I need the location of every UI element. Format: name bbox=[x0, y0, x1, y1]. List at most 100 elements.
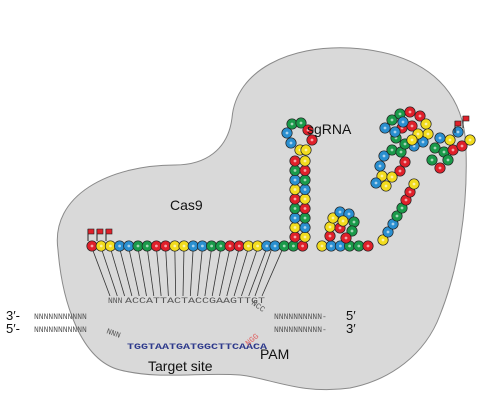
nucleotide-highlight bbox=[344, 236, 348, 240]
nucleotide-highlight bbox=[256, 244, 259, 248]
nucleotide-highlight bbox=[400, 206, 404, 210]
rna-end-flags bbox=[87, 115, 470, 241]
nucleotide-highlight bbox=[438, 136, 442, 140]
base-pair-rung bbox=[100, 247, 118, 297]
nucleotide-highlight bbox=[347, 212, 351, 216]
flag-marker bbox=[462, 115, 470, 122]
base-pair-rung bbox=[137, 247, 147, 297]
nucleotide-highlight bbox=[404, 198, 408, 202]
cas9-label: Cas9 bbox=[170, 197, 203, 213]
base-pair-rung bbox=[261, 247, 284, 297]
pam-label: PAM bbox=[260, 346, 289, 362]
nucleotide-highlight bbox=[265, 244, 269, 248]
nucleotide-highlight bbox=[421, 140, 425, 144]
nucleotide-highlight bbox=[380, 174, 384, 178]
sgrna-nucleotides bbox=[86, 106, 476, 252]
dna-bottom-left-seq: NNNNNNNNNNN bbox=[34, 326, 87, 335]
base-pair-rung bbox=[128, 247, 140, 297]
dna-bottom-right-end: 3′ bbox=[346, 321, 356, 336]
nucleotide-highlight bbox=[348, 244, 351, 248]
nucleotide-highlight bbox=[398, 112, 402, 116]
nucleotide-highlight bbox=[237, 244, 241, 248]
base-pair-rung bbox=[241, 247, 258, 297]
nucleotide-highlight bbox=[382, 154, 386, 158]
nucleotide-highlight bbox=[410, 138, 414, 142]
nucleotide-highlight bbox=[145, 244, 149, 248]
nucleotide-highlight bbox=[341, 219, 345, 223]
nucleotide-highlight bbox=[219, 244, 223, 248]
nucleotide-highlight bbox=[448, 138, 452, 142]
nucleotide-highlight bbox=[303, 235, 307, 239]
nucleotide-highlight bbox=[381, 238, 385, 242]
base-pair-rung bbox=[197, 247, 203, 297]
nucleotide-highlight bbox=[357, 244, 361, 248]
nucleotide-highlight bbox=[390, 148, 394, 152]
base-pair-rung bbox=[204, 247, 212, 297]
nucleotide-highlight bbox=[303, 169, 307, 172]
nucleotide-highlight bbox=[393, 130, 397, 134]
flag-marker bbox=[96, 228, 104, 235]
nucleotide-highlight bbox=[304, 148, 308, 152]
nucleotide-highlight bbox=[273, 244, 277, 248]
dna-top-right-end: 5′ bbox=[346, 308, 356, 323]
nucleotide-highlight bbox=[109, 244, 112, 248]
nucleotide-highlight bbox=[426, 132, 430, 136]
nucleotide-highlight bbox=[328, 225, 332, 229]
base-pair-rung bbox=[119, 247, 133, 297]
nucleotide-highlight bbox=[127, 244, 131, 248]
nucleotide-highlight bbox=[293, 207, 297, 210]
base-pair-rung bbox=[146, 247, 155, 297]
base-pair-rung bbox=[211, 247, 222, 297]
nucleotide-highlight bbox=[456, 130, 460, 134]
dna-top-right-seq: NNNNNNNNNN- bbox=[274, 313, 327, 322]
base-pair-rung bbox=[174, 247, 177, 297]
nucleotide-highlight bbox=[303, 226, 307, 229]
nucleotide-highlight bbox=[468, 138, 472, 142]
nucleotide-highlight bbox=[424, 122, 428, 126]
nucleotide-highlight bbox=[293, 169, 297, 172]
base-pair-rung bbox=[182, 247, 185, 297]
nucleotide-highlight bbox=[403, 160, 407, 164]
nucleotide-highlight bbox=[164, 244, 168, 248]
nucleotide-highlight bbox=[293, 235, 297, 239]
nucleotide-highlight bbox=[293, 216, 297, 220]
nucleotide-highlight bbox=[201, 244, 204, 248]
flag-marker bbox=[105, 228, 113, 235]
nucleotide-highlight bbox=[386, 230, 390, 234]
nucleotide-highlight bbox=[303, 178, 307, 182]
nucleotide-highlight bbox=[90, 244, 94, 248]
target-sequence: TGGTAATGATGGCTTCAACA bbox=[127, 343, 267, 352]
nucleotide-highlight bbox=[451, 148, 455, 152]
nucleotide-highlight bbox=[303, 197, 307, 201]
base-pair-rung bbox=[156, 247, 162, 297]
nucleotide-highlight bbox=[383, 126, 387, 130]
sgrna-label: sgRNA bbox=[307, 121, 352, 137]
dna-top-nnn: NNN bbox=[108, 297, 123, 306]
nucleotide-highlight bbox=[352, 220, 356, 224]
nucleotide-highlight bbox=[430, 158, 434, 162]
nucleotide-highlight bbox=[173, 244, 177, 248]
target-site-label: Target site bbox=[148, 358, 213, 374]
nucleotide-highlight bbox=[306, 128, 310, 132]
base-pair-rung bbox=[110, 247, 125, 297]
nucleotide-highlight bbox=[293, 226, 297, 229]
base-pair-rung bbox=[233, 247, 249, 297]
nucleotide-highlight bbox=[329, 244, 333, 248]
nucleotide-highlight bbox=[118, 244, 121, 248]
base-pair-rungs bbox=[91, 247, 284, 297]
nucleotide-highlight bbox=[155, 244, 158, 248]
nucleotide-highlight bbox=[303, 188, 307, 191]
nucleotide-highlight bbox=[303, 216, 307, 220]
nucleotide-highlight bbox=[320, 244, 324, 248]
nucleotide-highlight bbox=[99, 244, 103, 248]
nucleotide-highlight bbox=[182, 244, 186, 248]
base-pair-rung bbox=[91, 247, 111, 297]
flag-marker bbox=[454, 120, 462, 127]
cas9-protein-body bbox=[56, 47, 467, 391]
nucleotide-highlight bbox=[289, 141, 293, 145]
nucleotide-highlight bbox=[210, 244, 214, 248]
nucleotide-highlight bbox=[460, 144, 464, 148]
nucleotide-highlight bbox=[282, 244, 286, 248]
